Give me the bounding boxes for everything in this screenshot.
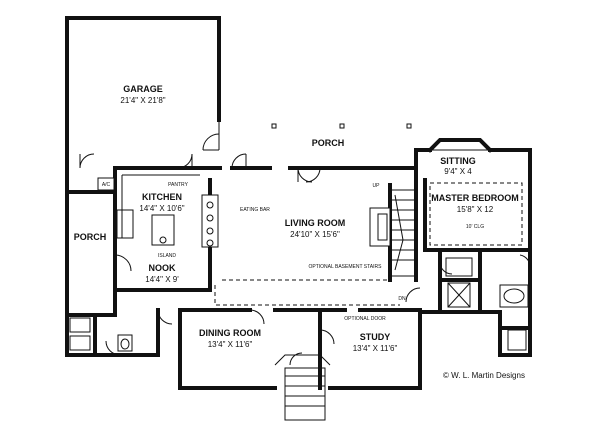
optional-basement-stairs-label: OPTIONAL BASEMENT STAIRS xyxy=(309,264,383,270)
door-swings xyxy=(79,153,531,356)
porch-left-label: PORCH xyxy=(74,232,107,242)
garage-walls xyxy=(65,16,221,194)
laundry-fixtures xyxy=(69,317,133,352)
stairs xyxy=(389,189,417,277)
study-dims: 13'4" X 11'6" xyxy=(353,344,398,353)
eating-bar xyxy=(201,194,219,248)
garage-label: GARAGE xyxy=(123,84,163,94)
master-bath-fixtures xyxy=(445,257,529,351)
island-label: ISLAND xyxy=(158,253,176,259)
copyright-text: © W. L. Martin Designs xyxy=(443,371,525,380)
stairs-down-label: DN xyxy=(398,296,406,302)
study-label: STUDY xyxy=(360,332,391,342)
living-room-label: LIVING ROOM xyxy=(285,218,346,228)
sitting-label: SITTING xyxy=(440,156,476,166)
sitting-dims: 9'4" X 4 xyxy=(444,167,472,176)
optional-door-label: OPTIONAL DOOR xyxy=(344,316,386,322)
garage-dims: 21'4" X 21'8" xyxy=(120,96,165,105)
kitchen-island xyxy=(151,214,175,246)
fireplace xyxy=(369,207,391,247)
eating-bar-label: EATING BAR xyxy=(240,207,270,213)
stairs-up-label: UP xyxy=(373,183,381,189)
master-bedroom-label: MASTER BEDROOM xyxy=(431,193,519,203)
pantry-label: PANTRY xyxy=(168,182,188,188)
kitchen-dims: 14'4" X 10'6" xyxy=(139,204,184,213)
optional-dashed-outline xyxy=(214,182,523,306)
porch-top-label: PORCH xyxy=(312,138,345,148)
living-room-dims: 24'10" X 15'6" xyxy=(290,230,340,239)
garage-door-swing xyxy=(202,133,220,151)
dining-room-label: DINING ROOM xyxy=(199,328,261,338)
nook-dims: 14'4" X 9' xyxy=(145,275,179,284)
nook-label: NOOK xyxy=(149,263,177,273)
kitchen-label: KITCHEN xyxy=(142,192,182,202)
master-bedroom-dims: 15'8" X 12 xyxy=(457,205,494,214)
ac-unit xyxy=(97,177,115,191)
master-ceiling-note: 10' CLG xyxy=(466,224,484,230)
porch-columns xyxy=(271,123,412,129)
sitting-bay-walls xyxy=(427,138,493,153)
ac-label: A/C xyxy=(102,182,111,188)
dining-room-dims: 13'4" X 11'6" xyxy=(208,340,253,349)
